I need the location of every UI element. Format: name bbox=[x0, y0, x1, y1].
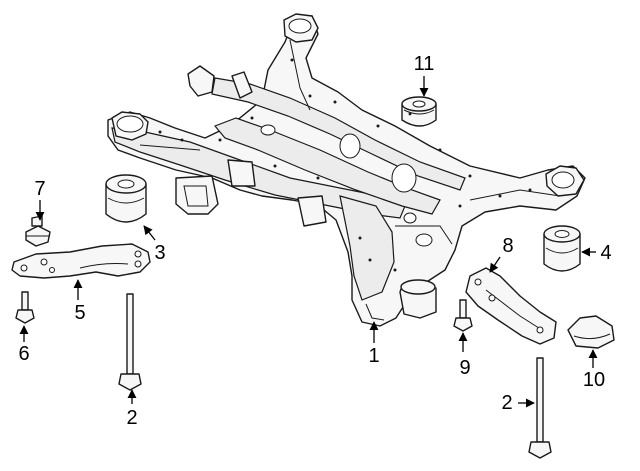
bracket-8 bbox=[465, 267, 557, 345]
leader-3 bbox=[143, 225, 156, 241]
mount-pad-10 bbox=[567, 315, 615, 349]
callout-6: 6 bbox=[18, 343, 30, 365]
callout-4: 4 bbox=[600, 242, 612, 264]
callout-7: 7 bbox=[34, 178, 46, 200]
callout-1: 1 bbox=[368, 345, 380, 367]
bushing-4 bbox=[543, 225, 581, 272]
bracket-5 bbox=[11, 243, 151, 279]
callout-11: 11 bbox=[413, 53, 435, 75]
leader-8 bbox=[489, 256, 501, 273]
bolt-2-left bbox=[118, 293, 142, 391]
callout-3: 3 bbox=[154, 242, 166, 264]
bushing-3 bbox=[105, 174, 147, 223]
bolt-2-right bbox=[528, 357, 552, 459]
bushing-11 bbox=[401, 96, 437, 127]
callout-2-right: 2 bbox=[501, 392, 513, 414]
bolt-6 bbox=[15, 291, 35, 324]
callout-2-left: 2 bbox=[126, 407, 138, 429]
bolt-9 bbox=[453, 299, 473, 332]
subframe-crossmember bbox=[107, 13, 586, 327]
callout-8: 8 bbox=[502, 235, 514, 257]
callout-5: 5 bbox=[74, 302, 86, 324]
callout-10: 10 bbox=[582, 369, 606, 391]
leader-lines bbox=[19, 76, 598, 408]
callout-9: 9 bbox=[459, 357, 471, 379]
clip-nut-7 bbox=[25, 215, 51, 247]
